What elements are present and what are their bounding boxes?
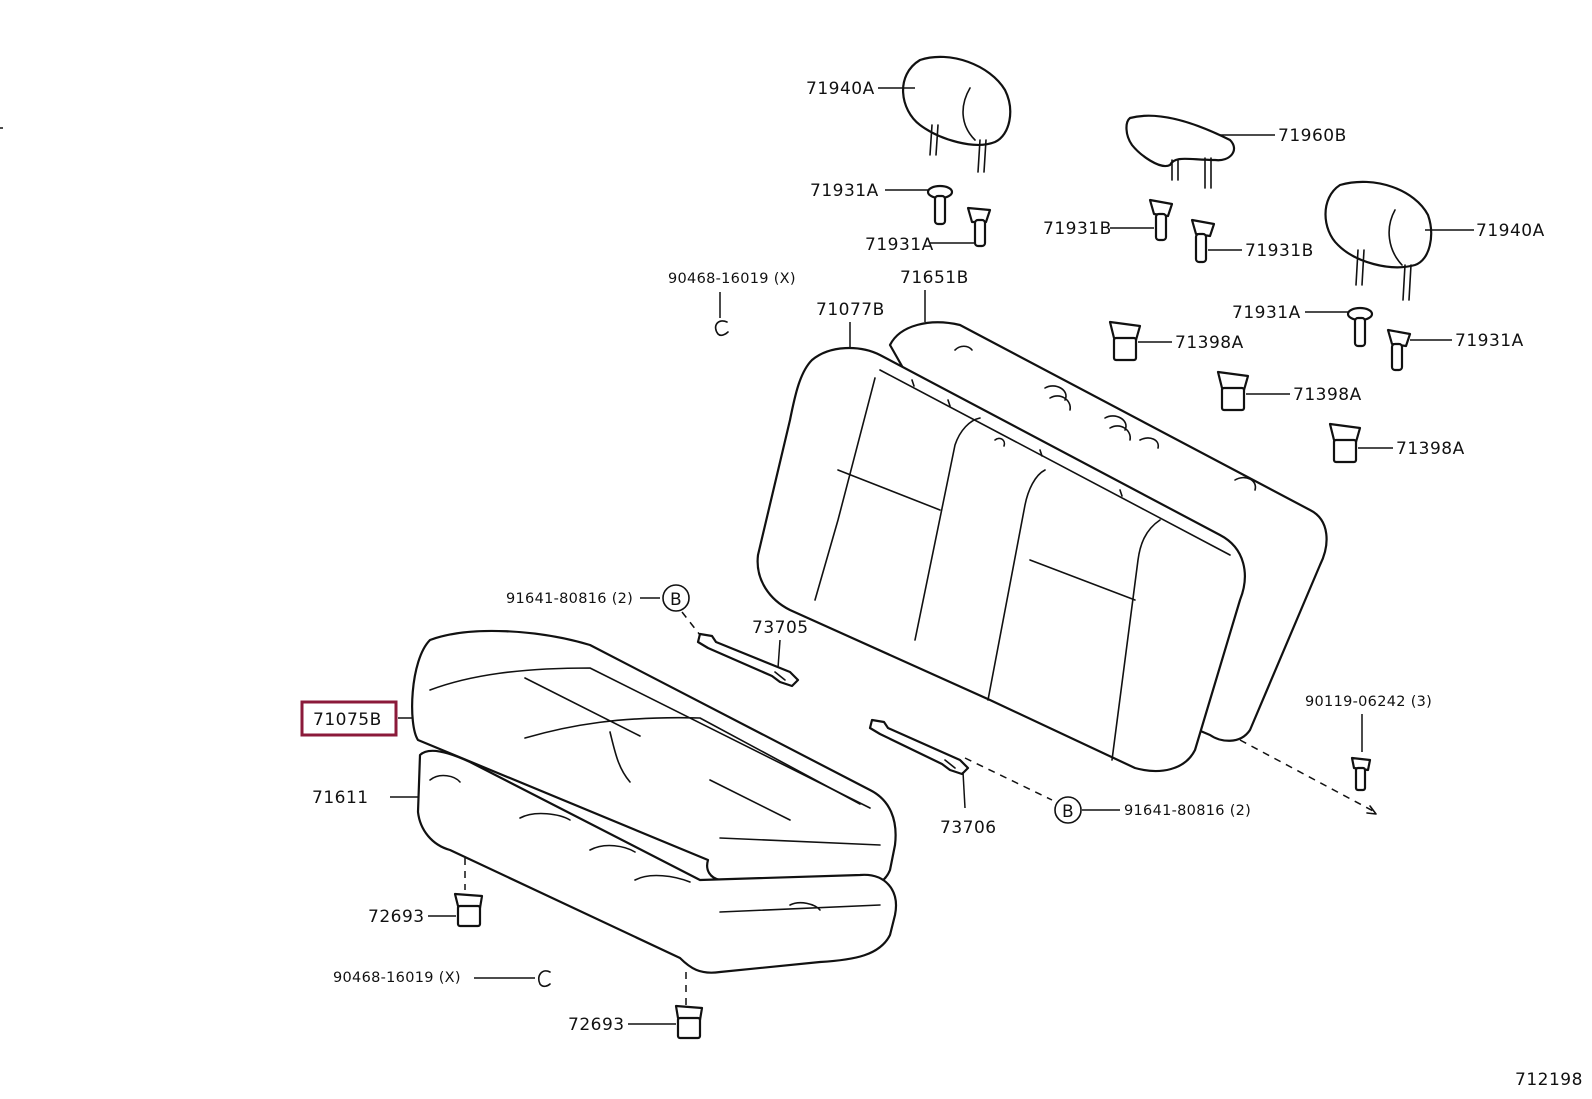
screw[interactable] [1350,756,1372,792]
label-bolt-upper: 91641-80816 (2) [506,591,633,607]
bezel-3[interactable] [1328,422,1362,464]
label-support-c2: 71931B [1245,241,1314,261]
callout-b-lower [1054,796,1082,824]
support-l2[interactable] [966,206,992,248]
label-hinge-2: 73706 [940,818,997,838]
clip-1[interactable] [453,892,484,928]
hinge-2[interactable] [868,718,970,776]
label-bezel-3: 71398A [1396,439,1465,459]
label-back-cover: 71651B [900,268,969,288]
clip-2[interactable] [674,1004,704,1040]
callout-b-upper [662,584,690,612]
support-c2[interactable] [1190,218,1216,264]
support-c1[interactable] [1148,198,1174,242]
diagram-id: 712198 [1515,1070,1583,1090]
label-support-r1: 71931A [1232,303,1301,323]
label-headrest-left: 71940A [806,79,875,99]
seat-cushion-pad[interactable] [416,749,898,974]
label-ring-lower: 90468-16019 (X) [333,970,461,986]
label-ring-upper: 90468-16019 (X) [668,271,796,287]
label-cushion-cover[interactable]: 71075B [313,710,382,730]
hinge-1[interactable] [696,632,800,688]
seatback-pad[interactable] [756,346,1246,772]
label-back-pad: 71077B [816,300,885,320]
headrest-center[interactable] [1125,114,1236,189]
callout-b-upper-letter: B [670,590,682,610]
ring-lower[interactable] [537,970,551,988]
label-bolt-lower: 91641-80816 (2) [1124,803,1251,819]
label-screw: 90119-06242 (3) [1305,694,1432,710]
label-support-c1: 71931B [1043,219,1112,239]
label-support-l1: 71931A [810,181,879,201]
label-cushion-pad: 71611 [312,788,369,808]
label-headrest-right: 71940A [1476,221,1545,241]
highlight-box [300,700,398,737]
label-clip-2: 72693 [568,1015,625,1035]
label-hinge-1: 73705 [752,618,809,638]
support-r2[interactable] [1386,328,1412,372]
label-bezel-2: 71398A [1293,385,1362,405]
bezel-1[interactable] [1108,320,1142,362]
bezel-2[interactable] [1216,370,1250,412]
callout-b-lower-letter: B [1062,802,1074,822]
label-bezel-1: 71398A [1175,333,1244,353]
headrest-right[interactable] [1324,180,1433,301]
support-r1[interactable] [1346,306,1374,348]
support-l1[interactable] [926,184,954,226]
label-support-r2: 71931A [1455,331,1524,351]
headrest-left[interactable] [902,55,1012,173]
label-clip-1: 72693 [368,907,425,927]
ring-upper[interactable] [714,320,729,337]
label-headrest-center: 71960B [1278,126,1347,146]
label-support-l2: 71931A [865,235,934,255]
